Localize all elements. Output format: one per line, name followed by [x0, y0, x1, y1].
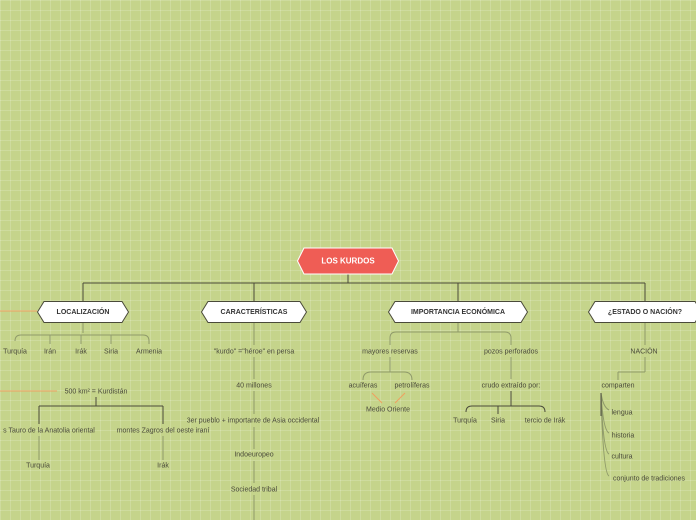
topic-crudo-irak[interactable]: tercio de Irák: [524, 417, 566, 425]
topic-medio-oriente[interactable]: Medio Oriente: [366, 406, 410, 414]
branch-label-localizacion: LOCALIZACIÓN: [56, 308, 110, 316]
root-label: LOS KURDOS: [321, 256, 375, 266]
topic-40-millones[interactable]: 40 millones: [236, 382, 272, 390]
topic-sociedad-tribal[interactable]: Sociedad tribal: [230, 486, 278, 494]
topic-irak[interactable]: Irák: [75, 348, 87, 356]
branch-hexagon-shape: [201, 301, 307, 323]
topic-crudo-siria[interactable]: Siria: [490, 417, 506, 425]
branch-localizacion[interactable]: LOCALIZACIÓN: [37, 301, 129, 323]
topic-armenia[interactable]: Armenia: [135, 348, 163, 356]
topic-conjunto-tradiciones[interactable]: conjunto de tradiciones: [613, 475, 685, 483]
root-node-los-kurdos[interactable]: LOS KURDOS: [297, 247, 399, 275]
topic-iran[interactable]: Irán: [43, 348, 57, 356]
topic-kurdo-heroe[interactable]: "kurdo" ="héroe" en persa: [213, 348, 295, 356]
topic-turquia[interactable]: Turquía: [3, 348, 27, 356]
topic-pozos-perforados[interactable]: pozos perforados: [483, 348, 539, 356]
topic-3er-pueblo[interactable]: 3er pueblo + importante de Asia occident…: [186, 417, 320, 425]
branch-hexagon-shape: [588, 301, 696, 323]
topic-indoeuropeo[interactable]: Indoeuropeo: [234, 451, 274, 459]
branch-caracteristicas[interactable]: CARACTERÍSTICAS: [201, 301, 307, 323]
topic-siria[interactable]: Siria: [103, 348, 119, 356]
topic-tauro-turquia[interactable]: Turquía: [26, 462, 50, 470]
topic-crudo-turquia[interactable]: Turquía: [453, 417, 477, 425]
branch-importancia-economica[interactable]: IMPORTANCIA ECONÓMICA: [388, 301, 528, 323]
branch-label-importancia: IMPORTANCIA ECONÓMICA: [410, 308, 506, 316]
topic-lengua[interactable]: lengua: [611, 409, 633, 417]
topic-montes-zagros[interactable]: montes Zagros del oeste iraní: [116, 427, 210, 435]
topic-cultura[interactable]: cultura: [611, 453, 633, 461]
branch-label-caracteristicas: CARACTERÍSTICAS: [220, 308, 288, 316]
branch-hexagon-shape: [388, 301, 528, 323]
branch-label-estado: ¿ESTADO O NACIÓN?: [607, 308, 683, 316]
topic-nacion[interactable]: NACIÓN: [630, 348, 658, 356]
topic-comparten[interactable]: comparten: [601, 382, 635, 390]
branch-hexagon-shape: [37, 301, 129, 323]
topic-montes-tauro[interactable]: s Tauro de la Anatolia oriental: [3, 427, 95, 435]
topic-historia[interactable]: historia: [611, 432, 635, 440]
topic-petroliferas[interactable]: petrolíferas: [394, 382, 430, 390]
topic-zagros-irak[interactable]: Irák: [157, 462, 169, 470]
topic-mayores-reservas[interactable]: mayores reservas: [362, 348, 418, 356]
topic-acuiferas[interactable]: acuíferas: [348, 382, 378, 390]
topic-crudo-extraido[interactable]: crudo extraído por:: [481, 382, 541, 390]
topic-area-kurdistan[interactable]: 500 km² = Kurdistán: [64, 388, 128, 396]
root-hexagon-shape: [297, 247, 399, 275]
branch-estado-o-nacion[interactable]: ¿ESTADO O NACIÓN?: [588, 301, 696, 323]
